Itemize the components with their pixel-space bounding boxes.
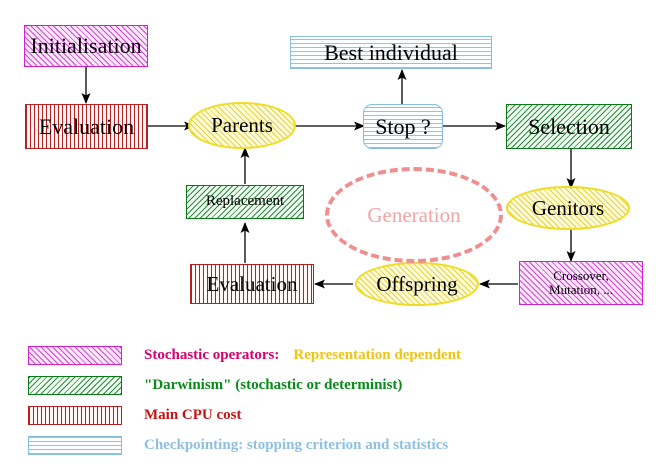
legend-swatch-red-vertical-hatch [28,405,122,425]
node-selection[interactable]: Selection [506,104,632,149]
node-evaluation-bottom-label: Evaluation [206,271,298,296]
legend-label-checkpointing: Checkpointing: stopping criterion and st… [144,436,449,453]
legend-swatch-green-diagonal-hatch [28,375,122,395]
legend-label-darwinism: "Darwinism" (stochastic or determinist) [144,376,403,393]
node-stop-label: Stop ? [375,113,431,139]
legend-label-representation: Representation dependent [293,346,462,363]
node-offspring[interactable]: Offspring [355,262,479,306]
node-crossover-mutation[interactable]: Crossover, Mutation, ... [519,261,643,305]
node-genitors[interactable]: Genitors [506,186,630,230]
node-parents-label: Parents [211,113,273,138]
legend-label-cpu-cost: Main CPU cost [144,406,242,423]
legend-swatch-blue-horizontal-hatch [28,435,122,455]
node-offspring-label: Offspring [376,271,458,296]
node-replacement[interactable]: Replacement [186,185,304,219]
node-best-individual-label: Best individual [324,39,458,65]
node-genitors-label: Genitors [531,195,605,220]
node-generation-label: Generation [367,202,461,227]
legend-row-checkpointing: Checkpointing: stopping criterion and st… [0,434,448,456]
node-evaluation-top-label: Evaluation [38,113,135,139]
node-best-individual[interactable]: Best individual [290,36,492,69]
node-crossover-label-line1: Crossover, [553,268,609,284]
node-generation-region: Generation [325,167,503,263]
legend-row-darwinism: "Darwinism" (stochastic or determinist) [0,374,402,396]
legend-label-stochastic: Stochastic operators: [144,346,280,363]
node-selection-label: Selection [528,113,610,139]
legend: Stochastic operators: Representation dep… [0,336,662,471]
legend-row-cpu-cost: Main CPU cost [0,404,242,426]
node-parents[interactable]: Parents [188,102,296,149]
legend-row-stochastic: Stochastic operators: Representation dep… [0,344,461,366]
node-initialisation-label: Initialisation [30,33,142,59]
node-evaluation-top[interactable]: Evaluation [25,104,148,149]
node-evaluation-bottom[interactable]: Evaluation [190,264,314,304]
legend-swatch-magenta-diagonal-hatch [28,345,122,365]
node-crossover-label-line2: Mutation, ... [549,282,613,297]
node-initialisation[interactable]: Initialisation [24,25,148,67]
node-replacement-label: Replacement [205,193,285,210]
node-stop[interactable]: Stop ? [363,104,443,149]
